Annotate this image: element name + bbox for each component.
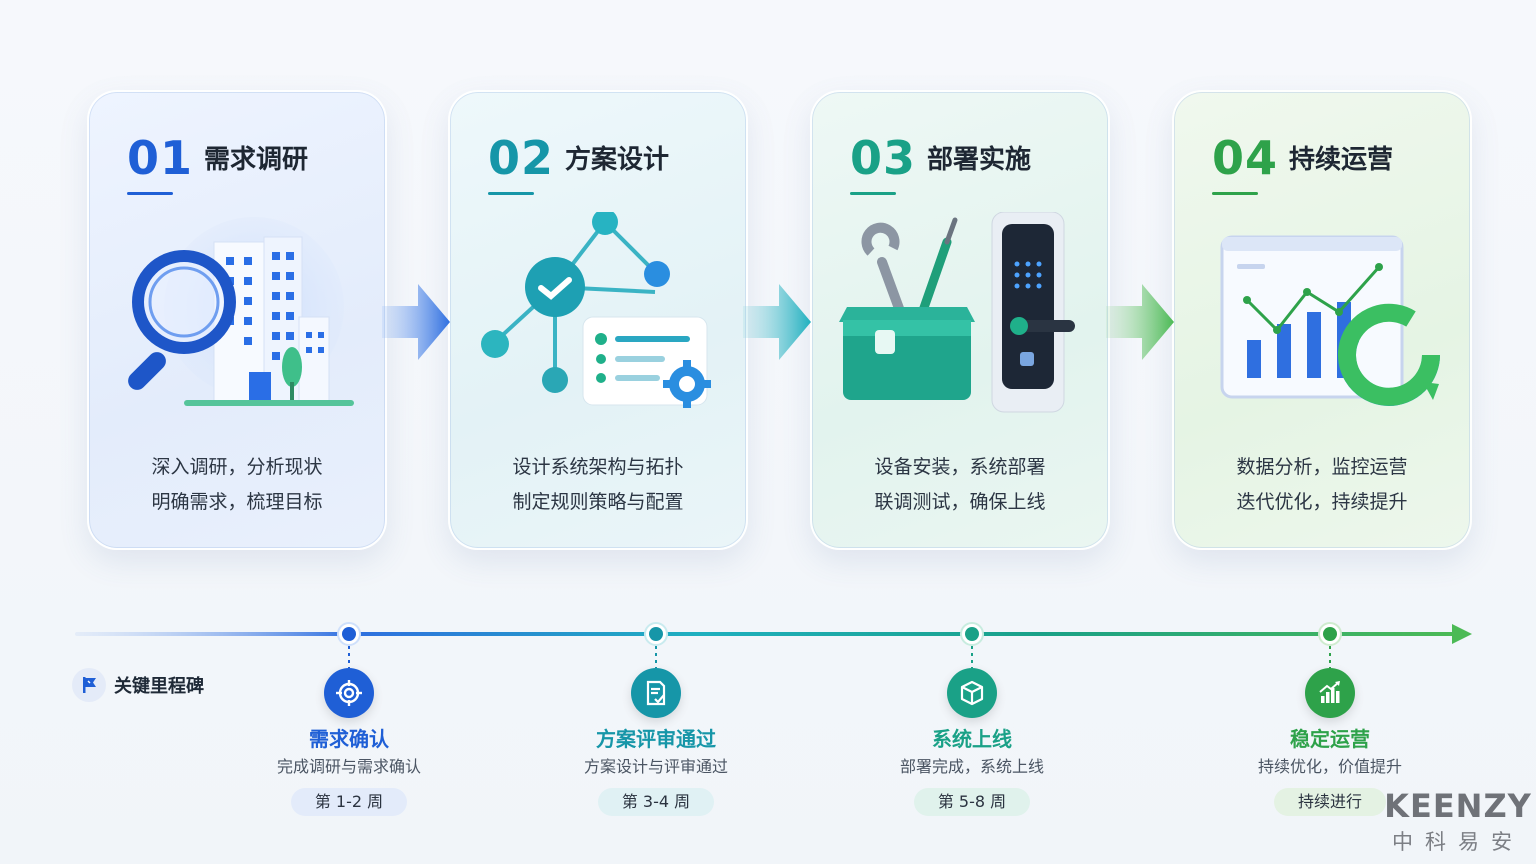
milestone-1: 需求确认 完成调研与需求确认 第 1-2 周: [229, 668, 469, 816]
desc-line: 深入调研，分析现状: [151, 456, 323, 478]
timeline-node: [337, 622, 361, 646]
brand-name-en: KEENZY: [1384, 787, 1532, 825]
step-description: 深入调研，分析现状 明确需求，梳理目标: [89, 450, 385, 520]
milestone-subtitle: 持续优化，价值提升: [1257, 757, 1402, 776]
desc-line: 迭代优化，持续提升: [1236, 491, 1408, 513]
building-search-illustration: [128, 217, 354, 406]
title-underline: [488, 192, 534, 195]
flag-icon: [72, 668, 106, 702]
step-card-2: 02 方案设计 设计系统架构与拓扑 制定规则策略与配置: [448, 90, 748, 550]
milestone-subtitle: 方案设计与评审通过: [583, 757, 728, 776]
step-description: 设备安装，系统部署 联调测试，确保上线: [812, 450, 1108, 520]
milestone-period: 第 3-4 周: [597, 788, 715, 816]
arrow-right-icon: [743, 284, 811, 360]
milestone-title: 稳定运营: [1290, 727, 1370, 751]
milestone-2: 方案评审通过 方案设计与评审通过 第 3-4 周: [536, 668, 776, 816]
desc-line: 制定规则策略与配置: [512, 491, 684, 513]
step-card-1: 01 需求调研 深入调研，分析现状 明确需求，梳: [87, 90, 387, 550]
step-number: 04: [1212, 131, 1279, 185]
step-title: 部署实施: [927, 145, 1032, 175]
step-title: 方案设计: [565, 145, 670, 175]
step-card-4: 04 持续运营 数据分析，监控运营 迭代优化，持续提升: [1172, 90, 1472, 550]
timeline-node: [1318, 622, 1342, 646]
step-description: 设计系统架构与拓扑 制定规则策略与配置: [450, 450, 746, 520]
legend-label: 关键里程碑: [114, 676, 204, 697]
step-description: 数据分析，监控运营 迭代优化，持续提升: [1174, 450, 1470, 520]
growth-chart-icon: [1305, 668, 1355, 718]
desc-line: 明确需求，梳理目标: [151, 491, 323, 513]
timeline-node: [644, 622, 668, 646]
milestone-period: 第 5-8 周: [913, 788, 1031, 816]
milestone-3: 系统上线 部署完成，系统上线 第 5-8 周: [852, 668, 1092, 816]
step-title: 需求调研: [204, 145, 309, 175]
target-icon: [324, 668, 374, 718]
desc-line: 联调测试，确保上线: [874, 491, 1046, 513]
milestone-period: 第 1-2 周: [290, 788, 408, 816]
desc-line: 设备安装，系统部署: [874, 456, 1046, 478]
arrow-right-icon: [382, 284, 450, 360]
step-title: 持续运营: [1289, 145, 1394, 175]
brand-name-cn: 中科易安: [1392, 830, 1524, 854]
arrow-right-icon: [1106, 284, 1174, 360]
step-number: 02: [488, 131, 555, 185]
timeline-node: [960, 622, 984, 646]
milestone-subtitle: 部署完成，系统上线: [899, 757, 1044, 776]
step-number: 03: [850, 131, 917, 185]
document-check-icon: [631, 668, 681, 718]
milestone-title: 需求确认: [309, 727, 389, 751]
analytics-dashboard-illustration: [1220, 235, 1440, 406]
step-number: 01: [127, 131, 194, 185]
milestone-title: 系统上线: [932, 727, 1012, 751]
title-underline: [850, 192, 896, 195]
title-underline: [127, 192, 173, 195]
milestone-4: 稳定运营 持续优化，价值提升 持续进行: [1210, 668, 1450, 816]
step-card-3: 03 部署实施 设备安装，系统部署 联调测试，确保上线: [810, 90, 1110, 550]
toolbox-smartlock-illustration: [839, 212, 1075, 413]
desc-line: 设计系统架构与拓扑: [512, 456, 684, 478]
milestone-subtitle: 完成调研与需求确认: [276, 757, 421, 776]
milestone-legend: 关键里程碑: [72, 668, 204, 702]
brand-logo: KEENZY 中科易安: [1384, 788, 1532, 856]
cube-icon: [947, 668, 997, 718]
milestone-title: 方案评审通过: [596, 727, 716, 751]
milestone-period: 持续进行: [1273, 788, 1386, 816]
network-plan-illustration: [481, 212, 711, 408]
title-underline: [1212, 192, 1258, 195]
desc-line: 数据分析，监控运营: [1236, 456, 1408, 478]
